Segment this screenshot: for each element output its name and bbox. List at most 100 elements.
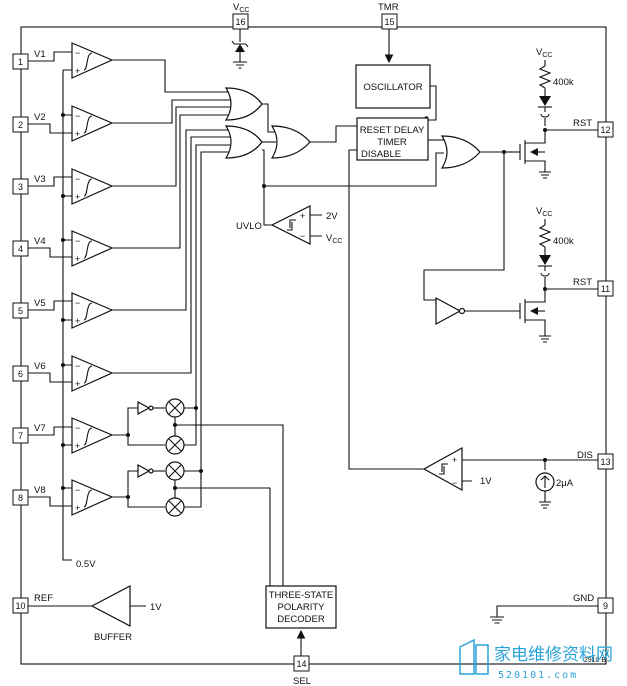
- chip-outline: [20, 26, 607, 665]
- svg-text:−: −: [75, 111, 80, 121]
- svg-text:家电维修资料网: 家电维修资料网: [494, 645, 613, 665]
- pin-15: 15 TMR: [378, 2, 399, 30]
- uvlo-comparator: + − 2V VCC UVLO: [236, 186, 342, 245]
- svg-text:16: 16: [235, 17, 245, 27]
- or-gate-output: [423, 135, 520, 301]
- oscillator-block: OSCILLATOR: [355, 29, 437, 125]
- pin-5: 5 V5: [12, 298, 46, 319]
- pin-14: 14 SEL: [293, 655, 311, 686]
- svg-text:1: 1: [18, 57, 23, 67]
- pin-12: 12 RST: [573, 118, 614, 138]
- dis-1v-label: 1V: [480, 476, 492, 487]
- pin-4: 4 V4: [12, 236, 46, 257]
- pin-13: 13 DIS: [577, 450, 614, 470]
- svg-text:+: +: [75, 379, 80, 389]
- svg-text:−: −: [75, 485, 80, 495]
- polarity-select-logic: [112, 398, 284, 586]
- svg-text:+: +: [300, 211, 305, 221]
- comparator-1: −+: [28, 42, 114, 79]
- vcc-zener-clamp: [231, 29, 249, 69]
- svg-text:DISABLE: DISABLE: [361, 149, 401, 160]
- ref-buffer: 1V BUFFER: [28, 585, 162, 643]
- pin-12-label: RST: [573, 118, 592, 129]
- or-gate-combine: [262, 103, 444, 188]
- svg-text:+: +: [75, 129, 80, 139]
- watermark: 家电维修资料网 520101.com: [459, 638, 613, 681]
- current-2ua-label: 2μA: [556, 478, 574, 489]
- figure-id: 2910 B: [584, 657, 607, 664]
- pin-16-label: VCC: [233, 2, 249, 14]
- svg-text:10: 10: [15, 601, 25, 611]
- svg-text:12: 12: [600, 125, 610, 135]
- reference-0-5v-label: 0.5V: [76, 559, 96, 570]
- svg-text:−: −: [300, 231, 305, 241]
- comparator-6: −+: [28, 355, 114, 392]
- pin-13-label: DIS: [577, 450, 593, 461]
- vcc-label-a: VCC: [536, 47, 552, 59]
- svg-text:+: +: [452, 455, 457, 465]
- svg-text:5: 5: [18, 306, 23, 316]
- uvlo-2v-label: 2V: [326, 211, 338, 222]
- svg-text:9: 9: [603, 601, 608, 611]
- svg-text:15: 15: [384, 17, 394, 27]
- pin-15-label: TMR: [378, 2, 399, 13]
- pin-2-label: V2: [34, 112, 46, 123]
- svg-text:RESET DELAY: RESET DELAY: [360, 125, 425, 136]
- buffer-label: BUFFER: [94, 632, 132, 643]
- svg-text:8: 8: [18, 493, 23, 503]
- comparator-2: −+: [28, 105, 114, 142]
- svg-text:13: 13: [600, 457, 610, 467]
- comparator-8: −+: [28, 479, 114, 516]
- pin-10-label: REF: [34, 593, 53, 604]
- pin-1-label: V1: [34, 49, 46, 60]
- svg-text:POLARITY: POLARITY: [278, 602, 326, 613]
- or-gate-upper: [224, 87, 263, 121]
- reference-rail: 0.5V: [61, 69, 96, 570]
- comparator-4: −+: [28, 230, 114, 267]
- buffer-1v-label: 1V: [150, 602, 162, 613]
- svg-text:6: 6: [18, 369, 23, 379]
- svg-text:+: +: [75, 503, 80, 513]
- svg-text:4: 4: [18, 244, 23, 254]
- pullup-400k-label-b: 400k: [553, 236, 574, 247]
- uvlo-label: UVLO: [236, 221, 262, 232]
- vcc-label-b: VCC: [536, 206, 552, 218]
- pin-4-label: V4: [34, 236, 46, 247]
- polarity-decoder: THREE-STATE POLARITY DECODER: [265, 585, 337, 656]
- svg-text:+: +: [75, 192, 80, 202]
- pin-10: 10 REF: [12, 593, 53, 614]
- pin-11: 11 RST: [573, 277, 614, 297]
- svg-text:−: −: [75, 361, 80, 371]
- pin-7-label: V7: [34, 423, 46, 434]
- svg-text:2: 2: [18, 120, 23, 130]
- pin-16: 16 VCC: [232, 2, 249, 30]
- pin-3-label: V3: [34, 174, 46, 185]
- pin-11-label: RST: [573, 277, 592, 288]
- uvlo-vcc-label: VCC: [326, 233, 342, 245]
- pin-2: 2 V2: [12, 112, 46, 133]
- comparator-output-bus: [112, 59, 230, 480]
- pullup-400k-label-a: 400k: [553, 77, 574, 88]
- pin-14-label: SEL: [293, 676, 311, 686]
- svg-text:TIMER: TIMER: [377, 137, 407, 148]
- svg-text:−: −: [75, 298, 80, 308]
- pin-6: 6 V6: [12, 361, 46, 382]
- svg-text:DECODER: DECODER: [277, 614, 325, 625]
- svg-text:11: 11: [601, 284, 610, 294]
- gnd-connection: [490, 605, 598, 624]
- pin-5-label: V5: [34, 298, 46, 309]
- pin-8: 8 V8: [12, 485, 46, 506]
- svg-text:+: +: [75, 441, 80, 451]
- svg-text:−: −: [75, 174, 80, 184]
- pin-7: 7 V7: [12, 423, 46, 444]
- rst-output-stage-2: VCC 400k: [435, 206, 598, 343]
- pin-8-label: V8: [34, 485, 46, 496]
- svg-text:+: +: [75, 66, 80, 76]
- pin-3: 3 V3: [12, 174, 46, 195]
- svg-text:+: +: [75, 316, 80, 326]
- svg-text:−: −: [75, 236, 80, 246]
- pin-9-label: GND: [573, 593, 594, 604]
- svg-text:−: −: [452, 478, 457, 488]
- pin-6-label: V6: [34, 361, 46, 372]
- svg-text:+: +: [75, 254, 80, 264]
